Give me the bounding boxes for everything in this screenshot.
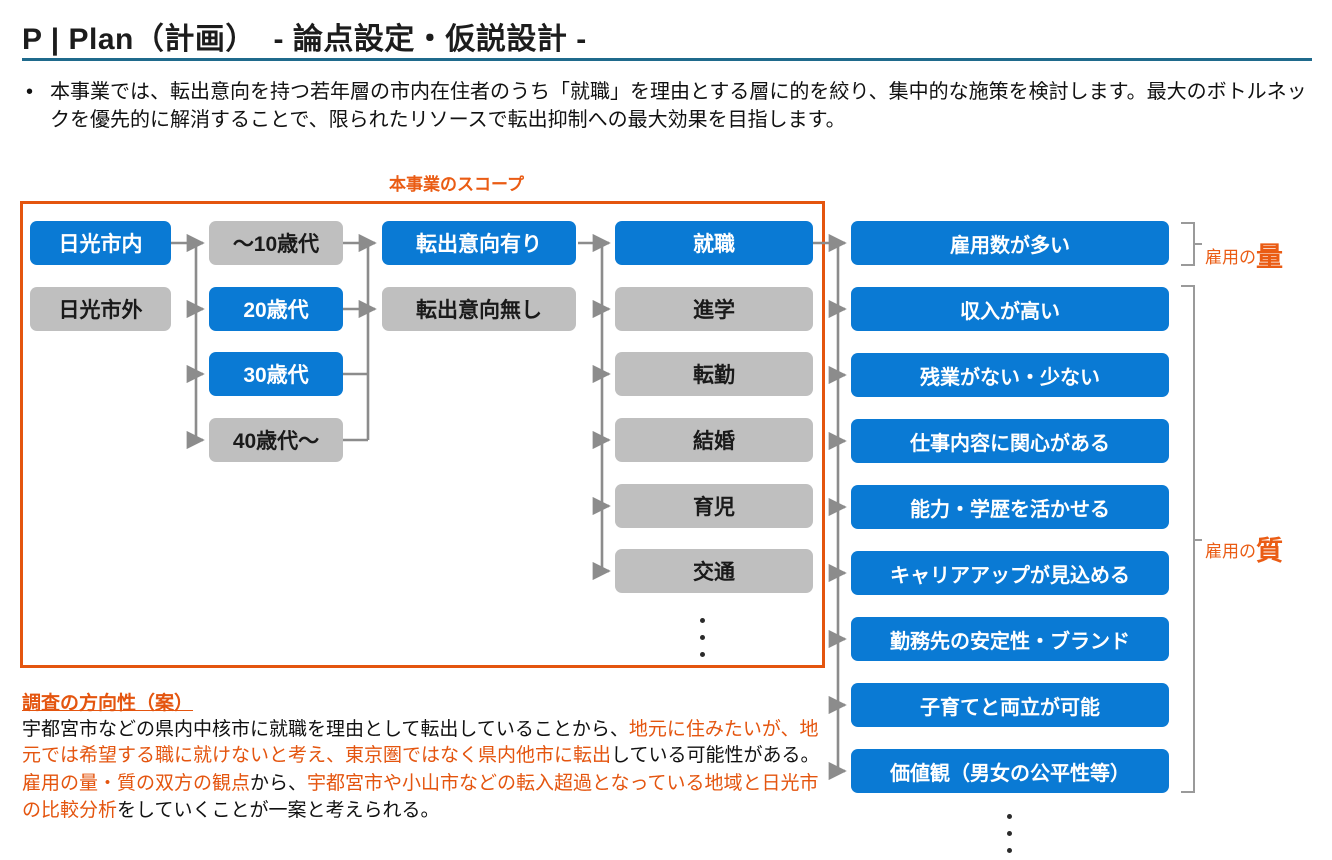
node-age-band-0[interactable]: 〜10歳代 — [209, 221, 343, 265]
node-move-intent-1[interactable]: 転出意向無し — [382, 287, 576, 331]
node-job-factor-3[interactable]: 仕事内容に関心がある — [851, 419, 1169, 463]
note-p1-black-a: 宇都宮市などの県内中核市に就職を理由として転出していることから、 — [22, 719, 629, 740]
note-title: 調査の方向性（案） — [22, 693, 194, 714]
node-job-factor-7[interactable]: 子育てと両立が可能 — [851, 683, 1169, 727]
side-label-quantity: 雇用の量 — [1205, 235, 1283, 274]
node-move-reason-5[interactable]: 交通 — [615, 549, 813, 593]
side-label-quantity-emphasis: 量 — [1256, 242, 1283, 272]
node-job-factor-0[interactable]: 雇用数が多い — [851, 221, 1169, 265]
node-move-reason-3[interactable]: 結婚 — [615, 418, 813, 462]
side-label-quality-prefix: 雇用の — [1205, 542, 1256, 561]
lead-text: 本事業では、転出意向を持つ若年層の市内在住者のうち「就職」を理由とする層に的を絞… — [50, 81, 1307, 132]
node-residence-1[interactable]: 日光市外 — [30, 287, 171, 331]
node-move-reason-4[interactable]: 育児 — [615, 484, 813, 528]
note-p2-orange-b: 宇都宮市や小山市などの転入超過となっている地域と日光市の比較分析 — [22, 773, 819, 821]
note-paragraph-1: 宇都宮市などの県内中核市に就職を理由として転出していることから、地元に住みたいが… — [22, 717, 832, 769]
title-divider — [22, 58, 1312, 61]
dot — [1007, 831, 1012, 836]
bullet-marker: • — [26, 81, 34, 103]
node-move-reason-1[interactable]: 進学 — [615, 287, 813, 331]
node-job-factor-6[interactable]: 勤務先の安定性・ブランド — [851, 617, 1169, 661]
node-job-factor-1[interactable]: 収入が高い — [851, 287, 1169, 331]
node-age-band-1[interactable]: 20歳代 — [209, 287, 343, 331]
page-title: P | Plan（計画） - 論点設定・仮説設計 - — [22, 23, 587, 56]
node-job-factor-4[interactable]: 能力・学歴を活かせる — [851, 485, 1169, 529]
side-label-quality-emphasis: 質 — [1256, 536, 1283, 566]
dot — [700, 635, 705, 640]
scope-boundary — [20, 201, 825, 668]
dot — [1007, 848, 1012, 853]
scope-label: 本事業のスコープ — [389, 175, 524, 194]
dot — [1007, 814, 1012, 819]
node-move-reason-0[interactable]: 就職 — [615, 221, 813, 265]
node-job-factor-8[interactable]: 価値観（男女の公平性等） — [851, 749, 1169, 793]
note-p2-black-a: から、 — [250, 773, 308, 795]
dot — [700, 652, 705, 657]
side-label-quantity-prefix: 雇用の — [1205, 248, 1256, 267]
note-p1-black-b: している可能性がある。 — [611, 745, 820, 767]
node-residence-0[interactable]: 日光市内 — [30, 221, 171, 265]
note-p1-orange: 地元に住みたいが、地元では希望する職に就けないと考え、東京圏ではなく県内他市に転… — [22, 719, 819, 767]
side-label-quality: 雇用の質 — [1205, 529, 1283, 568]
survey-direction-note: 調査の方向性（案） 宇都宮市などの県内中核市に就職を理由として転出していることか… — [22, 688, 832, 824]
note-paragraph-2: 雇用の量・質の双方の観点から、宇都宮市や小山市などの転入超過となっている地域と日… — [22, 771, 832, 823]
node-age-band-2[interactable]: 30歳代 — [209, 352, 343, 396]
node-age-band-3[interactable]: 40歳代〜 — [209, 418, 343, 462]
node-move-reason-2[interactable]: 転勤 — [615, 352, 813, 396]
note-p2-orange-a: 雇用の量・質の双方の観点 — [22, 773, 251, 795]
node-job-factor-5[interactable]: キャリアアップが見込める — [851, 551, 1169, 595]
bracket-quality-tick — [1193, 539, 1202, 541]
move-reason-ellipsis — [700, 612, 705, 663]
note-p2-black-b: をしていくことが一案と考えられる。 — [117, 799, 440, 821]
lead-paragraph: • 本事業では、転出意向を持つ若年層の市内在住者のうち「就職」を理由とする層に的… — [22, 78, 1317, 135]
node-move-intent-0[interactable]: 転出意向有り — [382, 221, 576, 265]
job-factor-ellipsis — [1007, 808, 1012, 859]
bracket-quantity-tick — [1193, 243, 1202, 245]
dot — [700, 618, 705, 623]
node-job-factor-2[interactable]: 残業がない・少ない — [851, 353, 1169, 397]
